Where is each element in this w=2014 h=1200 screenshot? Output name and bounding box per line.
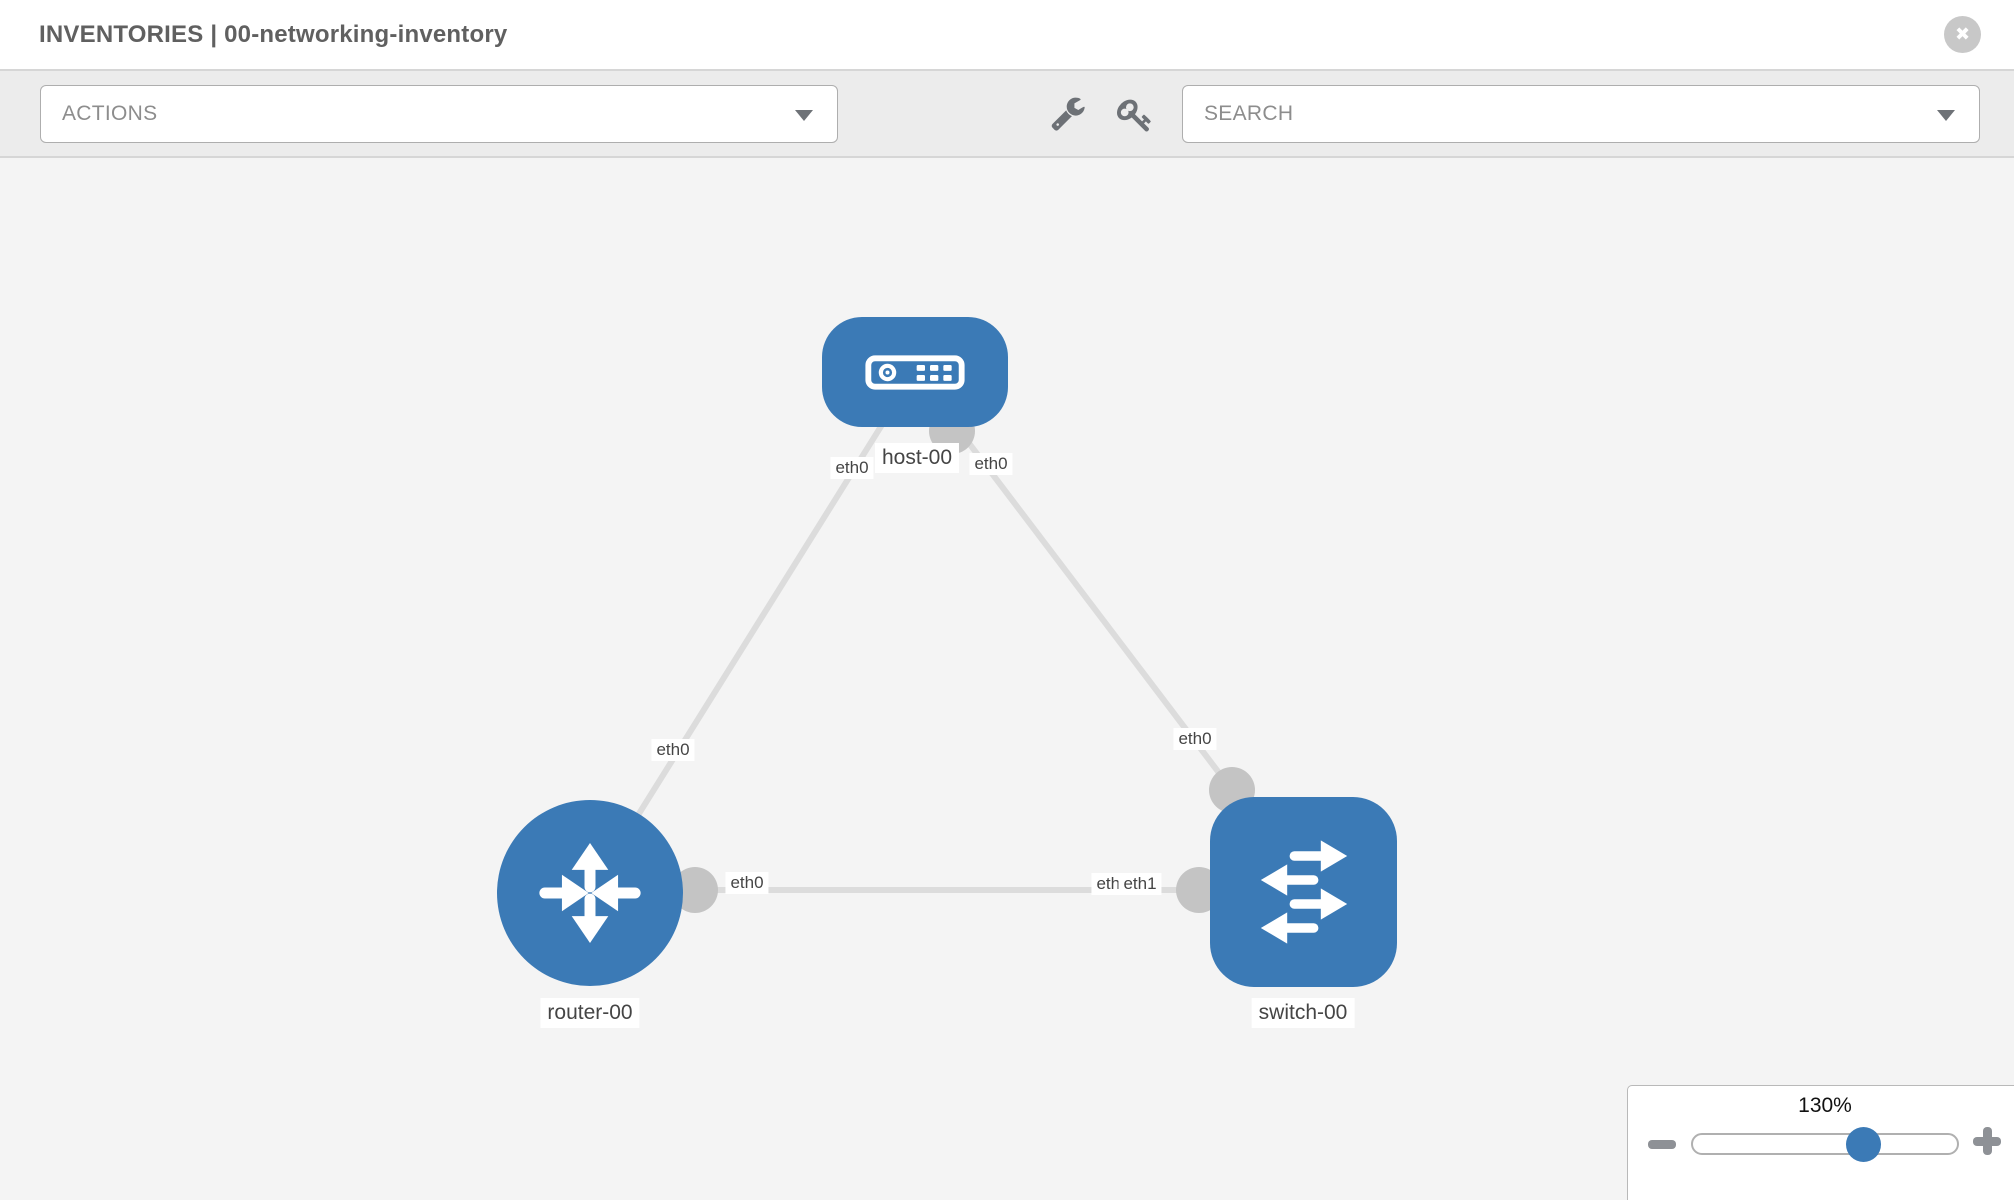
search-dropdown[interactable]: SEARCH [1182, 85, 1980, 143]
switch-icon [1260, 840, 1347, 944]
close-icon[interactable]: ✖ [1944, 16, 1981, 53]
zoom-slider-track[interactable] [1691, 1133, 1959, 1155]
link-lines [587, 370, 1235, 894]
if-label-host-eth0-left: eth0 [830, 457, 874, 479]
actions-dropdown[interactable]: ACTIONS [40, 85, 838, 143]
node-switch-00[interactable] [1210, 797, 1397, 987]
actions-dropdown-label: ACTIONS [62, 102, 158, 125]
node-label-router-00: router-00 [540, 998, 640, 1028]
zoom-level-value: 130% [1798, 1094, 1852, 1117]
zoom-slider-handle[interactable] [1846, 1127, 1881, 1162]
wrench-icon[interactable] [1050, 95, 1090, 135]
zoom-out-icon[interactable] [1648, 1136, 1678, 1152]
chevron-down-icon [1937, 110, 1955, 121]
toolbar: ACTIONS SEARCH [0, 71, 2014, 158]
if-label-router-eth0: eth0 [725, 872, 769, 894]
page-title: INVENTORIES | 00-networking-inventory [39, 21, 508, 48]
node-label-host-00: host-00 [874, 443, 960, 473]
key-icon[interactable] [1117, 97, 1157, 137]
if-label-switch-eth1: eth1 [1118, 873, 1162, 895]
if-label-switch-eth0-uplink: eth0 [1173, 728, 1217, 750]
zoom-in-icon[interactable] [1972, 1126, 2002, 1156]
topology-canvas[interactable]: eth0 eth0 eth0 eth0 eth0 eth0 eth1 host-… [0, 158, 2014, 1200]
host-icon [865, 354, 965, 390]
node-host-00[interactable] [822, 317, 1008, 427]
if-label-router-eth0-uplink: eth0 [651, 739, 695, 761]
node-label-switch-00: switch-00 [1251, 998, 1355, 1028]
if-label-host-eth0-right: eth0 [969, 453, 1013, 475]
search-placeholder: SEARCH [1204, 102, 1294, 125]
node-router-00[interactable] [497, 800, 683, 986]
zoom-panel: 130% [1627, 1085, 2014, 1200]
header: INVENTORIES | 00-networking-inventory ✖ [0, 0, 2014, 71]
router-icon [539, 842, 641, 944]
chevron-down-icon [795, 110, 813, 121]
